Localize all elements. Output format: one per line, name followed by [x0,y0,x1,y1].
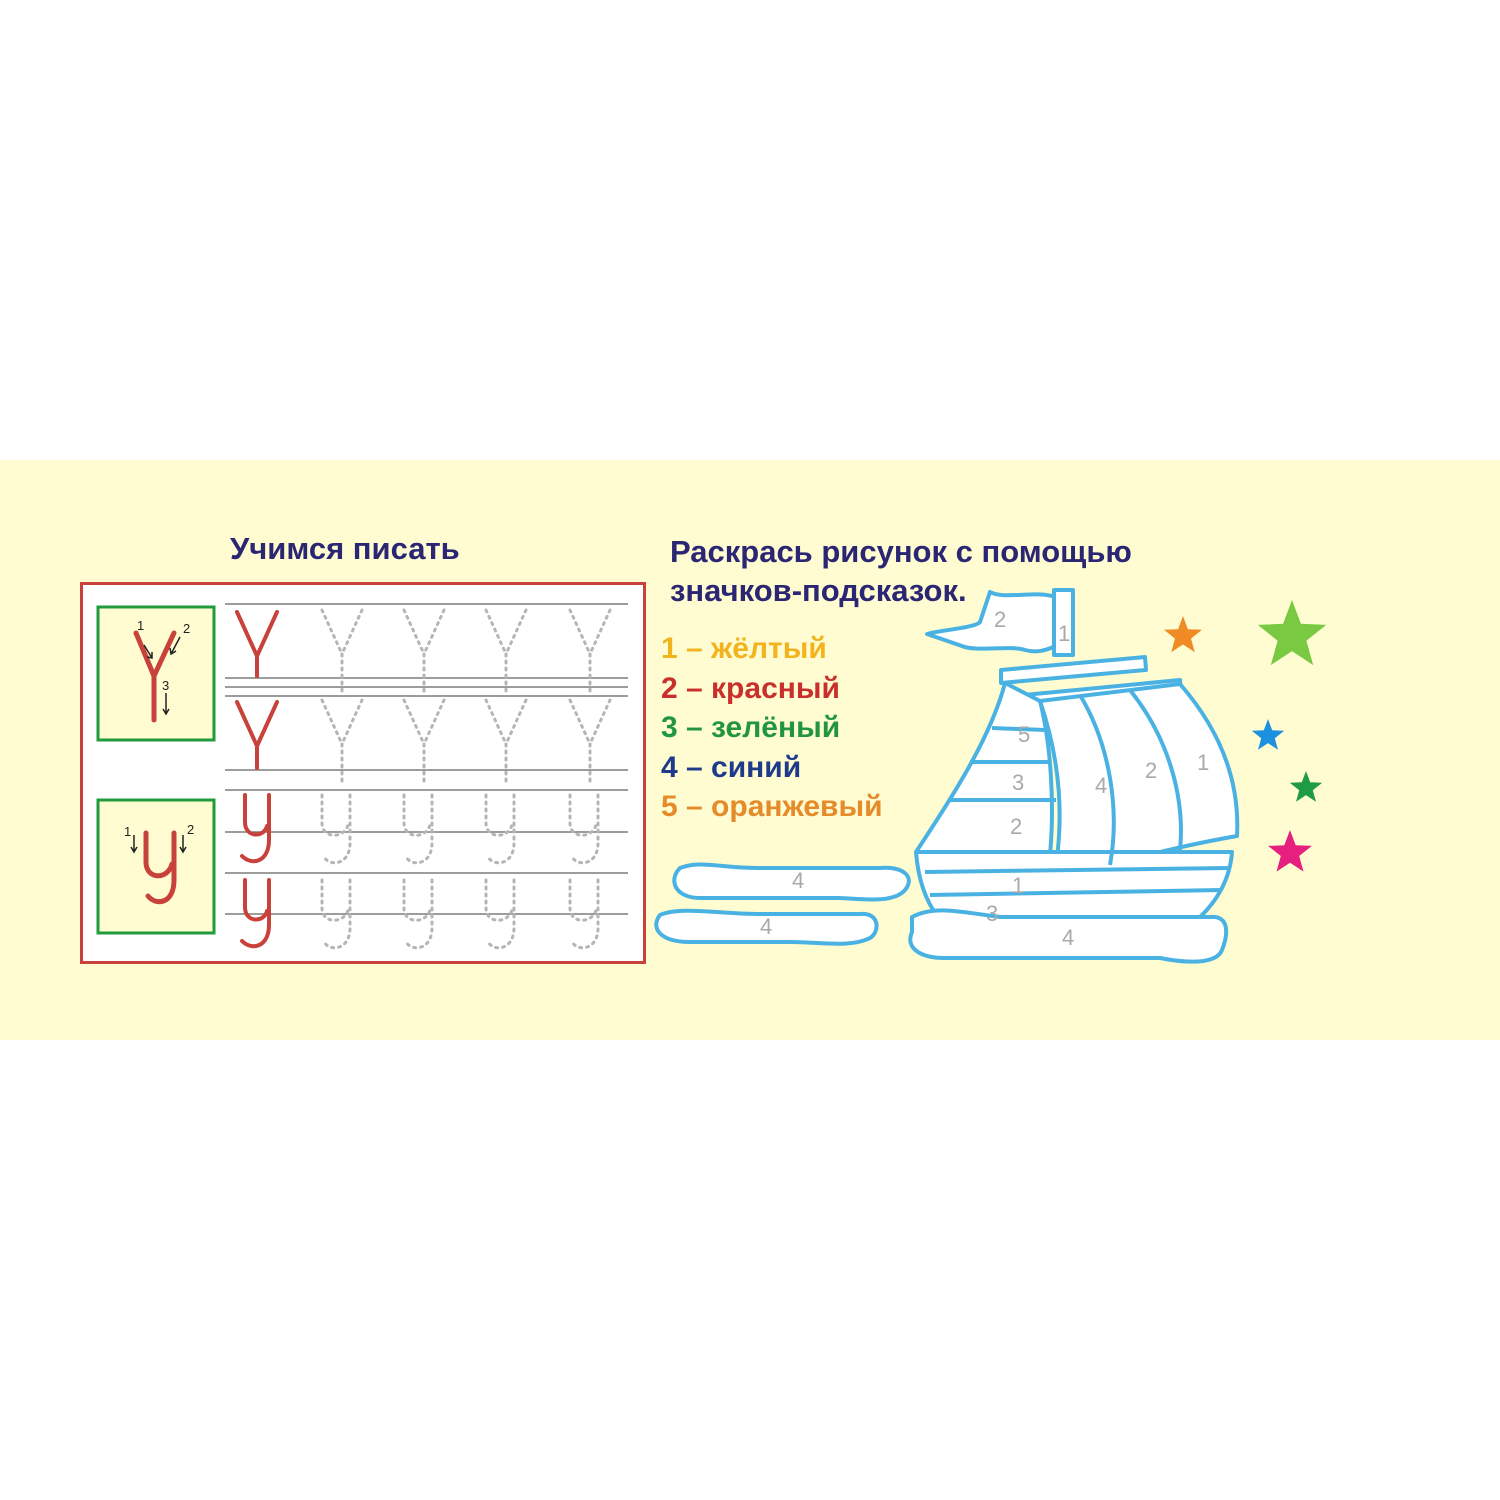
ship-top-yard [999,655,1148,685]
coloring-title-line-2: значков-подсказок. [670,573,967,608]
legend-item-1: 1 – жёлтый [661,632,827,665]
lowercase-example-box [96,798,216,935]
water-wave-left-bottom [654,908,879,946]
ship-number: 3 [1012,770,1024,795]
blue-star-icon [1251,719,1285,750]
ship-number: 2 [994,607,1006,632]
legend-item-2: 2 – красный [661,672,840,705]
ship-number: 2 [1010,814,1022,839]
writing-title: Учимся писать [230,531,460,566]
model-letters [235,610,279,949]
ship-number: 1 [1012,873,1024,898]
uppercase-letter-example: 1 2 3 [133,618,190,723]
green-star-large-icon [1257,600,1327,666]
water-wave-right [908,908,1229,964]
green-star-small-icon [1289,771,1323,802]
ship-number: 4 [1062,925,1074,950]
ship-number: 1 [1197,750,1209,775]
ship-number: 2 [1145,758,1157,783]
pink-star-icon [1268,830,1312,872]
ship-number: 3 [986,901,998,926]
water-wave-left-top [672,862,911,902]
stroke-number-2: 2 [183,621,190,636]
legend-item-4: 4 – синий [661,751,802,784]
ship-number: 4 [760,914,772,939]
stroke-number-3: 3 [162,678,169,693]
ship-flag [925,590,1058,654]
ship-number: 4 [792,868,804,893]
legend-item-3: 3 – зелёный [661,711,841,744]
lower-stroke-number-2: 2 [187,822,194,837]
ship-number: 5 [1018,722,1030,747]
legend-item-5: 5 – оранжевый [661,790,883,823]
ship-number: 1 [1058,621,1070,646]
stroke-number-1: 1 [137,618,144,633]
coloring-title-line-1: Раскрась рисунок с помощью [670,534,1132,569]
ship-mast [1052,588,1075,657]
lower-stroke-number-1: 1 [124,824,131,839]
lowercase-letter-example: 1 2 [124,822,194,905]
ship-number: 4 [1095,773,1107,798]
orange-star-icon [1164,616,1202,653]
